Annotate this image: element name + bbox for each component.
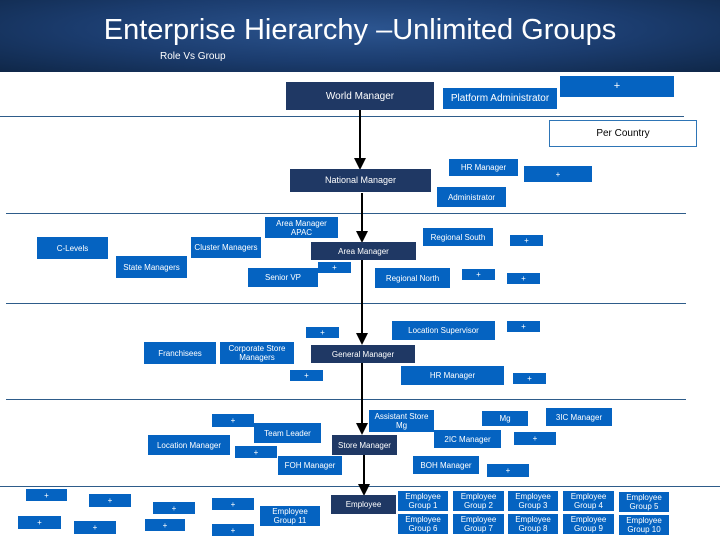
- employee-group-node: Employee Group 10: [619, 515, 669, 535]
- administrator-node: Administrator: [437, 187, 506, 207]
- franchisees-node: Franchisees: [144, 342, 216, 364]
- add-group-button[interactable]: +: [18, 516, 61, 529]
- boh-manager-node: BOH Manager: [413, 456, 479, 474]
- 3ic-manager-node: 3IC Manager: [546, 408, 612, 426]
- employee-group-node: Employee Group 9: [563, 514, 614, 534]
- slide-title: Enterprise Hierarchy –Unlimited Groups: [103, 14, 617, 46]
- area-manager-node: Area Manager: [311, 242, 416, 260]
- assistant-store-mg-node: Assistant Store Mg: [369, 410, 434, 432]
- 2ic-manager-node: 2IC Manager: [434, 430, 501, 448]
- add-group-button[interactable]: +: [26, 489, 67, 501]
- regional-north-node: Regional North: [375, 268, 450, 288]
- area-manager-apac-node: Area Manager APAC: [265, 217, 338, 238]
- location-supervisor-node: Location Supervisor: [392, 321, 495, 340]
- add-role-button[interactable]: +: [507, 321, 540, 332]
- add-role-button[interactable]: +: [462, 269, 495, 280]
- add-role-button[interactable]: +: [290, 370, 323, 381]
- add-role-button[interactable]: +: [306, 327, 339, 338]
- location-manager-node: Location Manager: [148, 435, 230, 455]
- add-role-button[interactable]: +: [487, 464, 529, 477]
- title-banner: [0, 0, 720, 72]
- add-role-button[interactable]: +: [560, 76, 674, 97]
- employee-group-node: Employee Group 8: [508, 514, 558, 534]
- employee-group-node: Employee Group 1: [398, 491, 448, 511]
- add-group-button[interactable]: +: [212, 524, 254, 536]
- employee-group-node: Employee Group 5: [619, 492, 669, 512]
- add-role-button[interactable]: +: [318, 262, 351, 273]
- employee-group-node: Employee Group 4: [563, 491, 614, 511]
- add-group-button[interactable]: +: [145, 519, 185, 531]
- foh-manager-node: FOH Manager: [278, 456, 342, 475]
- tier-separator: [0, 116, 684, 117]
- general-manager-node: General Manager: [311, 345, 415, 363]
- employee-group-node: Employee Group 2: [453, 491, 504, 511]
- employee-group-11-node: Employee Group 11: [260, 506, 320, 526]
- add-role-button[interactable]: +: [524, 166, 592, 182]
- add-role-button[interactable]: +: [513, 373, 546, 384]
- world-manager-node: World Manager: [286, 82, 434, 110]
- slide-subtitle: Role Vs Group: [160, 51, 226, 62]
- tier-separator: [6, 303, 686, 304]
- add-group-button[interactable]: +: [153, 502, 195, 514]
- cluster-managers-node: Cluster Managers: [191, 237, 261, 258]
- hr-manager-node: HR Manager: [449, 159, 518, 176]
- employee-group-node: Employee Group 7: [453, 514, 504, 534]
- national-manager-node: National Manager: [290, 169, 431, 192]
- add-role-button[interactable]: +: [510, 235, 543, 246]
- add-role-button[interactable]: +: [514, 432, 556, 445]
- team-leader-node: Team Leader: [254, 423, 321, 443]
- tier-separator: [6, 399, 686, 400]
- state-managers-node: State Managers: [116, 256, 187, 278]
- add-role-button[interactable]: +: [212, 414, 254, 427]
- per-country-label: Per Country: [549, 120, 697, 147]
- employee-node: Employee: [331, 495, 396, 514]
- senior-vp-node: Senior VP: [248, 268, 318, 287]
- tier-separator: [6, 213, 686, 214]
- hr-manager-node: HR Manager: [401, 366, 504, 385]
- c-levels-node: C-Levels: [37, 237, 108, 259]
- add-group-button[interactable]: +: [212, 498, 254, 510]
- add-group-button[interactable]: +: [89, 494, 131, 507]
- add-role-button[interactable]: +: [507, 273, 540, 284]
- add-group-button[interactable]: +: [74, 521, 116, 534]
- store-manager-node: Store Manager: [332, 435, 397, 455]
- employee-group-node: Employee Group 6: [398, 514, 448, 534]
- corporate-store-managers-node: Corporate Store Managers: [220, 342, 294, 364]
- add-role-button[interactable]: +: [235, 446, 277, 458]
- employee-group-node: Employee Group 3: [508, 491, 558, 511]
- platform-administrator-node: Platform Administrator: [443, 88, 557, 109]
- regional-south-node: Regional South: [423, 228, 493, 246]
- mg-node: Mg: [482, 411, 528, 426]
